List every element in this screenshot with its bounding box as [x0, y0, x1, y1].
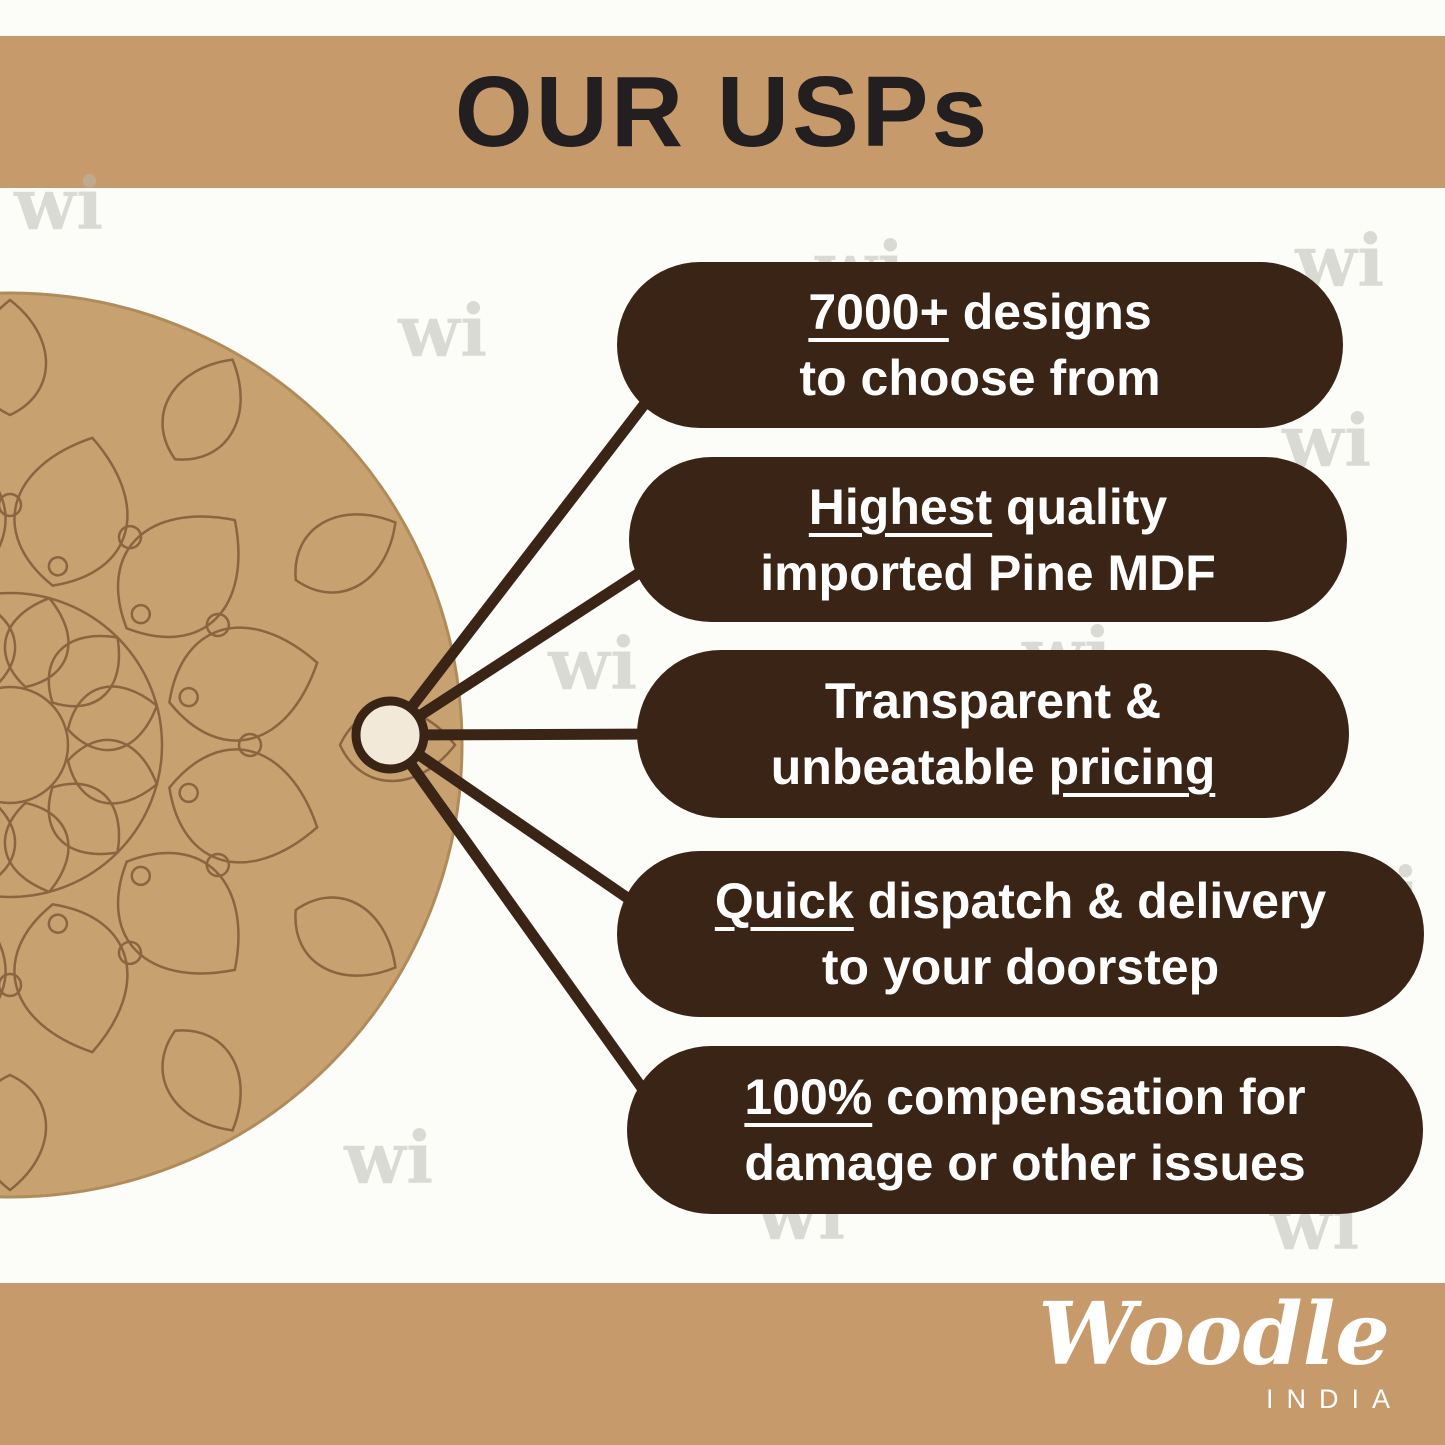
watermark: wi: [14, 161, 104, 246]
usp-text-line: unbeatable pricing: [771, 734, 1216, 800]
usp-text-line: 100% compensation for: [744, 1064, 1305, 1130]
usp-pill-pricing: Transparent & unbeatable pricing: [637, 650, 1349, 818]
mdf-board-image: [0, 291, 464, 1199]
watermark: wi: [548, 621, 638, 706]
usp-text-segment: to choose from: [799, 350, 1161, 406]
usp-text-underlined: Quick: [714, 873, 854, 929]
usp-text-line: 7000+ designs: [808, 279, 1151, 345]
usp-text-segment: dispatch & delivery: [853, 873, 1327, 929]
brand-name: Woodle: [1038, 1284, 1390, 1385]
usp-text-underlined: 100%: [744, 1069, 873, 1125]
usp-text-line: to your doorstep: [822, 934, 1219, 1000]
usp-text-segment: damage or other issues: [744, 1135, 1306, 1191]
usp-text-line: Quick dispatch & delivery: [715, 868, 1326, 934]
footer-band: [0, 1283, 1445, 1445]
usp-text-segment: quality: [992, 478, 1168, 535]
usp-text-segment: unbeatable: [770, 739, 1049, 795]
usp-text-line: to choose from: [799, 345, 1160, 411]
usp-pill-compensation: 100% compensation for damage or other is…: [627, 1046, 1423, 1214]
usp-text-segment: imported Pine MDF: [760, 544, 1216, 601]
usp-text-segment: to your doorstep: [821, 939, 1220, 995]
usp-text-underlined: pricing: [1048, 739, 1216, 795]
brand-country: INDIA: [1265, 1384, 1403, 1415]
usp-text-line: Highest quality: [809, 474, 1167, 540]
usp-text-line: imported Pine MDF: [760, 540, 1216, 606]
page-title: OUR USPs: [454, 55, 991, 168]
usp-text-line: damage or other issues: [744, 1130, 1305, 1196]
usp-pill-designs: 7000+ designs to choose from: [617, 262, 1343, 428]
usp-text-segment: compensation for: [872, 1069, 1306, 1125]
header-band: OUR USPs: [0, 36, 1445, 188]
usp-pill-dispatch: Quick dispatch & delivery to your doorst…: [617, 851, 1424, 1017]
usp-text-segment: Transparent &: [824, 673, 1162, 729]
mandala-pattern: [0, 298, 457, 1192]
usp-text-segment: designs: [948, 284, 1152, 340]
usp-text-line: Transparent &: [825, 668, 1161, 734]
board-circle: [0, 291, 464, 1199]
brand-logo: Woodle INDIA: [1038, 1284, 1390, 1415]
usp-text-underlined: 7000+: [808, 284, 949, 340]
usp-pill-quality: Highest quality imported Pine MDF: [629, 457, 1347, 622]
usp-text-underlined: Highest: [808, 478, 993, 535]
